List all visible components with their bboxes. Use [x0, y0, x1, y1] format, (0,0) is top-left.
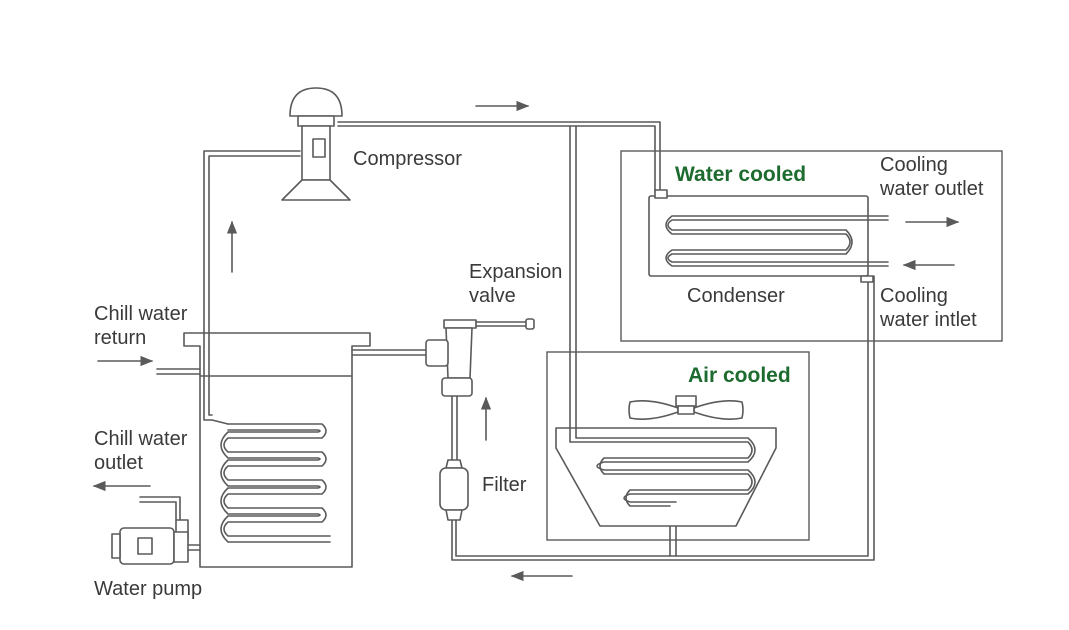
expansion-valve-label: Expansion valve [469, 261, 563, 307]
water-cooled-section [620, 150, 1003, 342]
cooling-water-outlet-label: Cooling water outlet [880, 154, 984, 200]
compressor-label: Compressor [353, 148, 462, 170]
refrigerant-piping [203, 121, 875, 561]
compressor [281, 87, 351, 201]
air-cooled-title: Air cooled [688, 364, 791, 387]
air-cooled-section [546, 351, 810, 541]
condenser-label: Condenser [687, 285, 785, 307]
water-pump [111, 496, 201, 565]
fan-icon [628, 395, 744, 420]
filter-drier [439, 459, 469, 521]
filter-label: Filter [482, 474, 527, 496]
chill-water-return-pipe [156, 368, 201, 375]
chill-water-return-label: Chill water return [94, 303, 188, 349]
evaporator-tank [183, 332, 371, 568]
chill-water-outlet-label: Chill water outlet [94, 428, 188, 474]
expansion-valve [425, 318, 535, 397]
flow-arrows [92, 100, 960, 582]
water-cooled-title: Water cooled [675, 163, 807, 186]
cooling-water-inlet-label: Cooling water intlet [880, 285, 977, 331]
water-pump-label: Water pump [94, 578, 203, 600]
